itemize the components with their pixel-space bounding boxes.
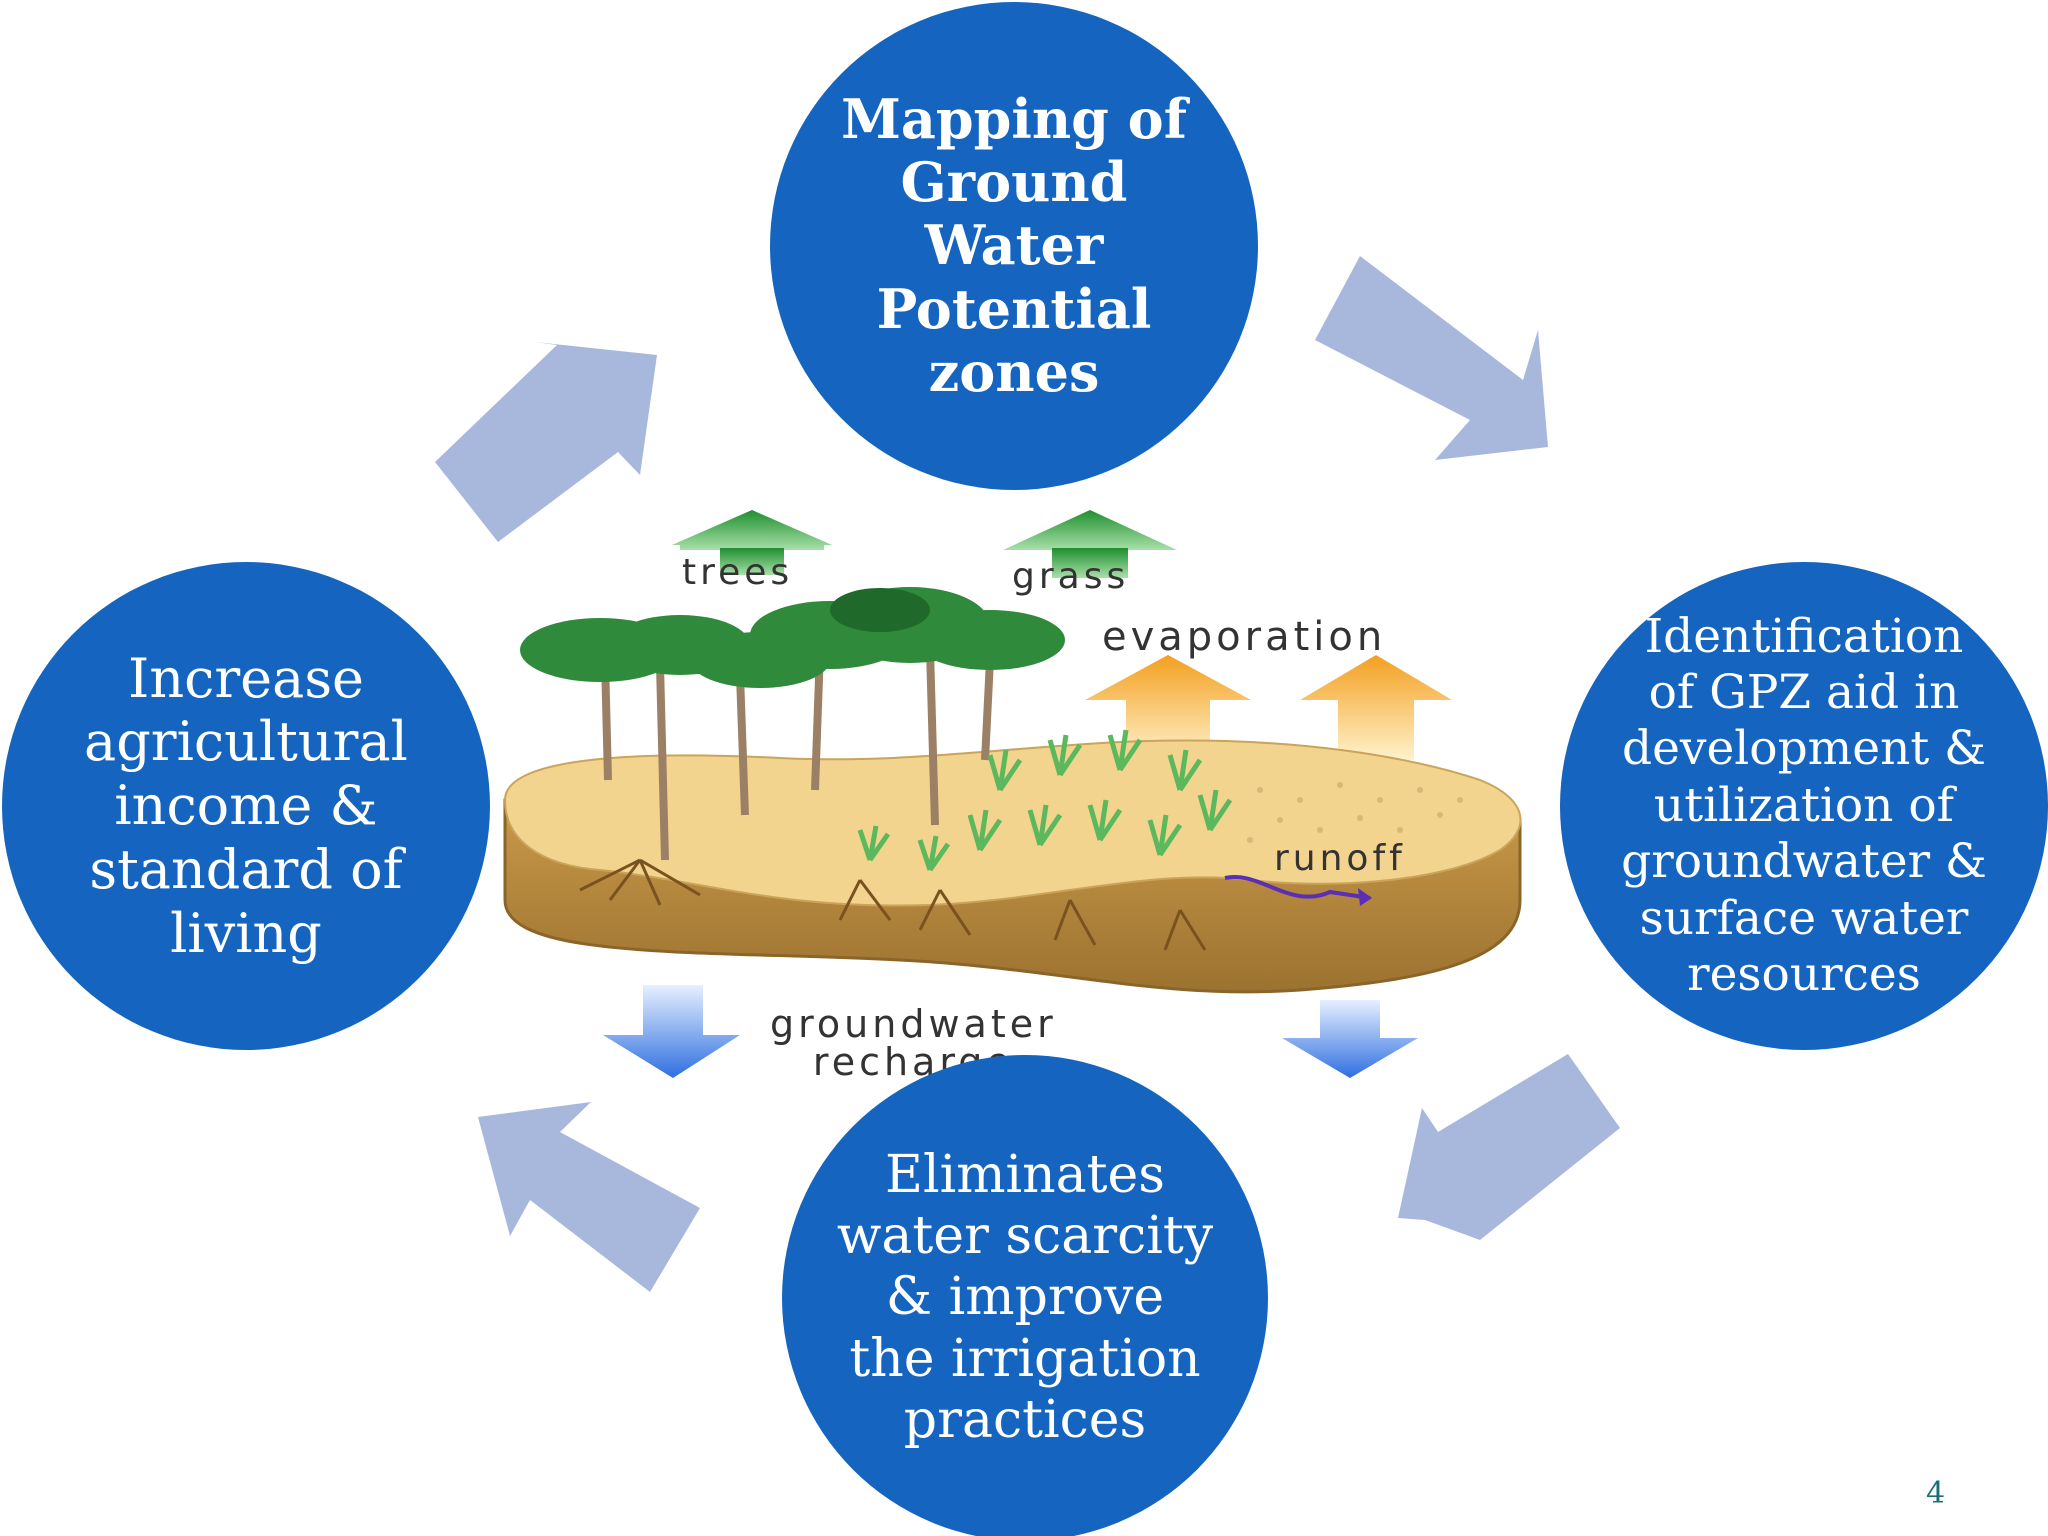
runoff-arrow — [1224, 874, 1371, 900]
page-number: 4 — [1926, 1476, 1946, 1511]
circle-eliminates-scarcity: Eliminates water scarcity & improve the … — [782, 1055, 1268, 1536]
circle-top-text: Mapping of Ground Water Potential zones — [841, 87, 1187, 404]
circle-identification-gpz: Identification of GPZ aid in development… — [1560, 562, 2048, 1050]
grass-up-arrow — [1003, 510, 1177, 550]
sand-texture — [1247, 782, 1463, 843]
circle-bottom-text: Eliminates water scarcity & improve the … — [836, 1144, 1214, 1451]
soil-slab-top — [503, 739, 1522, 907]
trees-up-arrow — [672, 510, 832, 550]
recharge-arrow-right — [1282, 1000, 1418, 1078]
tree-canopies — [520, 587, 1065, 688]
cycle-arrow-top-left — [435, 342, 657, 542]
evaporation-arrow-2 — [1300, 655, 1452, 760]
cycle-arrow-top-right — [1315, 256, 1548, 460]
grass-label: grass — [1012, 556, 1130, 597]
cycle-arrow-bottom-right — [1398, 1054, 1620, 1240]
cycle-arrow-bottom-left — [478, 1102, 700, 1292]
circle-right-text: Identification of GPZ aid in development… — [1621, 608, 1987, 1002]
recharge-arrow-left — [603, 985, 740, 1078]
groundwater-recharge-label: groundwater recharge — [770, 1002, 1057, 1084]
evaporation-label: evaporation — [1102, 614, 1387, 660]
roots — [579, 858, 1207, 951]
runoff-label: runoff — [1274, 838, 1406, 879]
grass-tufts — [857, 729, 1233, 872]
circle-increase-income: Increase agricultural income & standard … — [2, 562, 490, 1050]
trees-label: trees — [682, 552, 794, 593]
circle-left-text: Increase agricultural income & standard … — [84, 646, 408, 965]
circle-mapping-gwpz: Mapping of Ground Water Potential zones — [770, 2, 1258, 490]
